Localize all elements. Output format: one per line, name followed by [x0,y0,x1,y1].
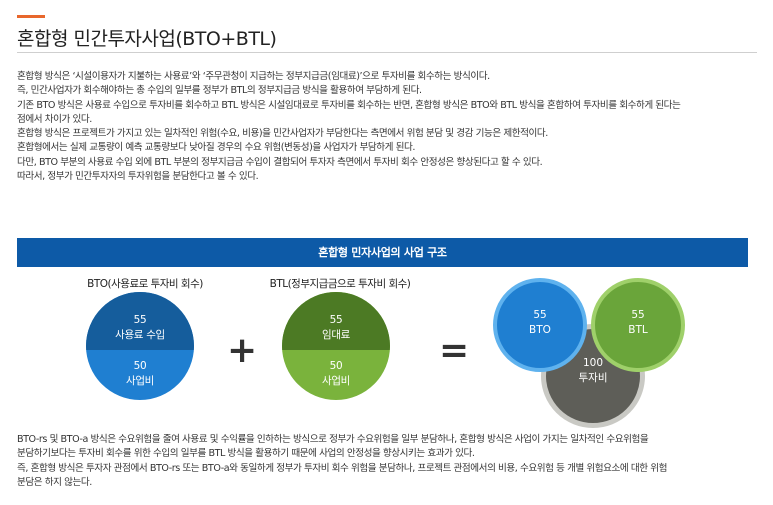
intro-text: 혼합형 방식은 ‘시설이용자가 지불하는 사용료’와 ‘주무관청이 지급하는 정… [17,70,757,184]
btl-bottom-value: 50 [329,360,343,372]
outro-line: 즉, 혼합형 방식은 투자자 관점에서 BTO-rs 또는 BTO-a와 동일하… [17,462,668,474]
outro-line: BTO-rs 및 BTO-a 방식은 수요위험을 줄여 사용료 및 수익률을 인… [17,434,649,445]
btl-top-label: 임대료 [321,329,351,341]
intro-line: 점에서 차이가 있다. [17,113,92,125]
intro-line: 혼합형 방식은 ‘시설이용자가 지불하는 사용료’와 ‘주무관청이 지급하는 정… [17,71,490,82]
btl-bottom-label: 사업비 [321,375,351,387]
intro-line: 즉, 민간사업자가 회수해야하는 총 수입의 일부를 정부가 BTL의 정부지급… [17,85,422,97]
outro-line: 분담은 하지 않는다. [17,476,92,488]
result-btl-label: BTL [628,324,648,336]
btl-top-value: 55 [329,314,343,326]
bto-label: BTO(사용료로 투자비 회수) [87,278,203,290]
intro-line: 기존 BTO 방식은 사용료 수입으로 투자비를 회수하고 BTL 방식은 시설… [17,99,681,111]
intro-line: 혼합형 방식은 프로젝트가 가지고 있는 일차적인 위험(수요, 비용)을 민간… [17,128,548,140]
diagram-banner: 혼합형 민자사업의 사업 구조 [17,238,748,267]
btl-circle: 55 임대료 50 사업비 [282,292,390,400]
page-title: 혼합형 민간투자사업(BTO+BTL) [17,28,277,50]
outro-text: BTO-rs 및 BTO-a 방식은 수요위험을 줄여 사용료 및 수익률을 인… [17,433,757,490]
result-btl-circle [591,278,685,372]
title-accent-bar [17,15,45,18]
title-divider [17,52,757,53]
intro-line: 혼합형에서는 실제 교통량이 예측 교통량보다 낮아질 경우의 수요 위험(변동… [17,142,415,154]
bto-bottom-label: 사업비 [125,375,155,387]
intro-line: 다만, BTO 부분의 사용료 수입 외에 BTL 부분의 정부지급금 수입이 … [17,156,543,168]
result-total-label: 투자비 [578,372,608,384]
bto-top-value: 55 [133,314,147,326]
result-bto-value: 55 [533,309,547,321]
result-bto-label: BTO [529,324,551,336]
result-total-value: 100 [582,357,604,369]
plus-sign: + [227,330,258,371]
bto-circle: 55 사용료 수입 50 사업비 [86,292,194,400]
outro-line: 분담하기보다는 투자비 회수를 위한 수입의 일부를 BTL 방식을 활용하기 … [17,448,475,460]
result-bto-circle [493,278,587,372]
bto-top-label: 사용료 수입 [115,329,165,341]
result-btl-value: 55 [631,309,645,321]
intro-line: 따라서, 정부가 민간투자자의 투자위험을 분담한다고 볼 수 있다. [17,171,259,183]
btl-top-segment [282,292,390,350]
btl-label: BTL(정부지급금으로 투자비 회수) [269,278,411,290]
equals-sign: = [439,330,470,371]
bto-bottom-value: 50 [133,360,147,372]
bto-top-segment [86,292,194,350]
